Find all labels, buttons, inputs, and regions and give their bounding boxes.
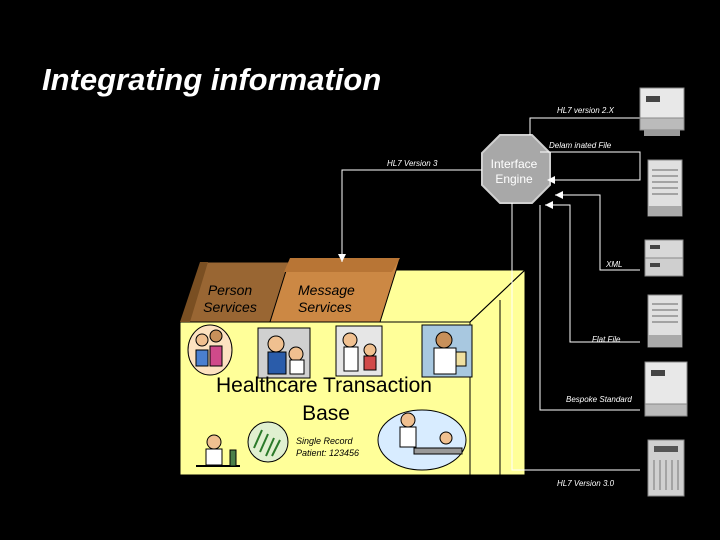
engine-label-line1: Interface bbox=[491, 157, 538, 171]
server-icon bbox=[647, 294, 683, 348]
single-record-line1: Single Record bbox=[296, 436, 354, 446]
network-device-icon bbox=[644, 239, 684, 277]
person-services-line2: Services bbox=[203, 299, 257, 315]
connection-lines bbox=[341, 117, 641, 471]
message-services-line1: Message bbox=[298, 282, 355, 298]
researcher-microscope-clipart-icon bbox=[196, 434, 240, 467]
link-bespoke bbox=[539, 205, 640, 411]
transaction-base-title-line1: Healthcare Transaction bbox=[216, 374, 432, 397]
server-icon bbox=[639, 87, 685, 136]
engine-label-line2: Engine bbox=[495, 172, 533, 186]
family-clipart-icon bbox=[187, 324, 233, 376]
slide-title: Integrating information bbox=[42, 62, 382, 97]
link-hl7-v2x bbox=[529, 117, 640, 135]
link-delimited-file bbox=[540, 151, 641, 181]
server-icon bbox=[647, 159, 683, 217]
doctor-clipboard-clipart-icon bbox=[421, 324, 473, 378]
label-flat-file: Flat File bbox=[592, 335, 621, 344]
link-flat-file bbox=[545, 204, 640, 343]
link-hl7-v3 bbox=[341, 169, 482, 262]
label-hl7-version-2x: HL7 version 2.X bbox=[557, 106, 615, 115]
person-services-line1: Person bbox=[208, 282, 253, 298]
ambulance-stretcher-clipart-icon bbox=[377, 409, 467, 471]
transaction-base-title-line2: Base bbox=[302, 402, 350, 425]
server-icon bbox=[644, 361, 688, 417]
nurse-child-clipart-icon bbox=[335, 325, 383, 377]
label-delimited-file: Delam inated File bbox=[549, 141, 612, 150]
dna-sequence-clipart-icon bbox=[247, 421, 289, 463]
link-hl7-v30 bbox=[511, 203, 640, 471]
message-services-tab: Message Services bbox=[269, 257, 401, 323]
link-xml bbox=[555, 194, 640, 271]
person-services-tab: Person Services bbox=[179, 261, 291, 323]
interface-engine: Interface Engine bbox=[481, 134, 551, 204]
label-xml: XML bbox=[605, 260, 622, 269]
tower-server-icon bbox=[647, 439, 685, 497]
message-services-line2: Services bbox=[298, 299, 352, 315]
single-record-line2: Patient: 123456 bbox=[296, 448, 359, 458]
label-bespoke-standard: Bespoke Standard bbox=[566, 395, 632, 404]
arrowheads bbox=[338, 176, 563, 262]
label-hl7-version-3: HL7 Version 3 bbox=[387, 159, 438, 168]
doctor-patient-clipart-icon bbox=[257, 327, 311, 379]
label-hl7-version-30: HL7 Version 3.0 bbox=[557, 479, 615, 488]
